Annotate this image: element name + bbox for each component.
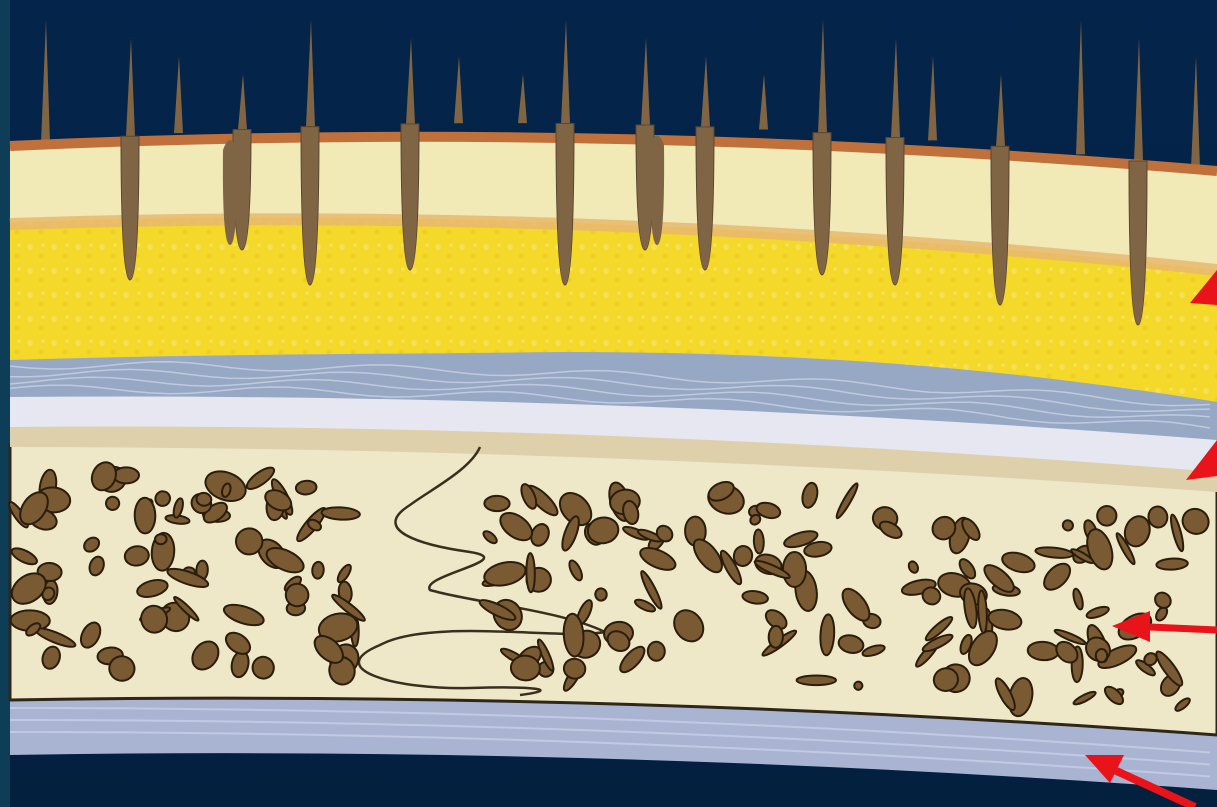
hair-follicle bbox=[650, 135, 664, 245]
diploe-space bbox=[783, 552, 806, 587]
diploe-space bbox=[526, 553, 535, 592]
diploe-space bbox=[753, 529, 764, 553]
diploe-space bbox=[1096, 649, 1108, 663]
diploe-space bbox=[797, 676, 836, 686]
diploe-space bbox=[768, 626, 783, 648]
diploe-space bbox=[295, 480, 317, 495]
diploe-space bbox=[1156, 558, 1188, 571]
diploe-space bbox=[113, 467, 139, 483]
diploe-space bbox=[134, 498, 155, 534]
diploe-space bbox=[312, 561, 325, 579]
diploe-space bbox=[484, 496, 509, 512]
hair-follicle bbox=[223, 140, 237, 245]
diploe-space bbox=[647, 641, 665, 661]
diploe-space bbox=[155, 534, 167, 544]
